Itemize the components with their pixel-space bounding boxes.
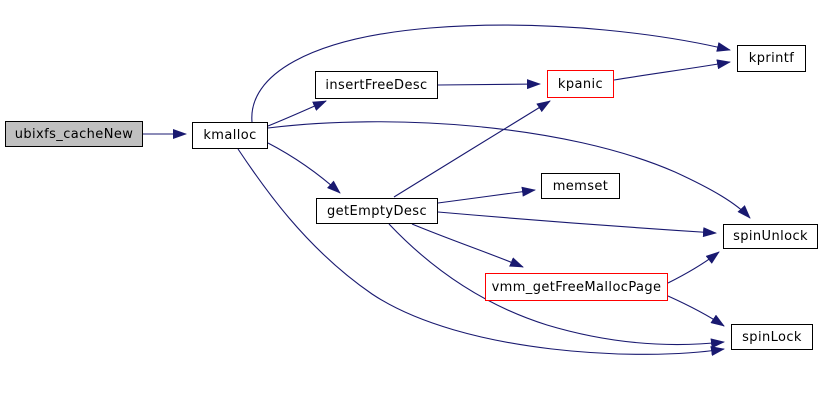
node-kprintf[interactable]: kprintf — [737, 45, 806, 72]
edge-insertFreeDesc-kpanic — [437, 79, 541, 90]
edge-getEmptyDesc-memset — [437, 186, 536, 204]
edge-getEmptyDesc-spinUnlock — [437, 211, 717, 238]
edge-kpanic-kprintf — [613, 59, 731, 81]
edge-kmalloc-spinLock — [237, 148, 725, 356]
node-ubixfs-cachenew: ubixfs_cacheNew — [5, 121, 143, 147]
node-vmm-getfreemallocpage[interactable]: vmm_getFreeMallocPage — [485, 273, 668, 301]
edge-kmalloc-insertFreeDesc — [267, 100, 327, 127]
node-spinlock[interactable]: spinLock — [731, 324, 813, 350]
edge-vmm_getFreeMallocPage-spinUnlock — [667, 251, 720, 284]
edge-vmm_getFreeMallocPage-spinLock — [667, 295, 725, 327]
node-kpanic[interactable]: kpanic — [547, 70, 614, 98]
edge-getEmptyDesc-kpanic — [393, 100, 551, 198]
node-getemptydesc[interactable]: getEmptyDesc — [316, 198, 438, 224]
edge-getEmptyDesc-vmm_getFreeMallocPage — [411, 223, 524, 268]
node-memset[interactable]: memset — [541, 173, 620, 199]
node-kmalloc[interactable]: kmalloc — [192, 122, 268, 149]
edge-kmalloc-getEmptyDesc — [267, 142, 341, 194]
node-spinunlock[interactable]: spinUnlock — [723, 224, 818, 249]
node-insertfreedesc[interactable]: insertFreeDesc — [315, 71, 438, 99]
